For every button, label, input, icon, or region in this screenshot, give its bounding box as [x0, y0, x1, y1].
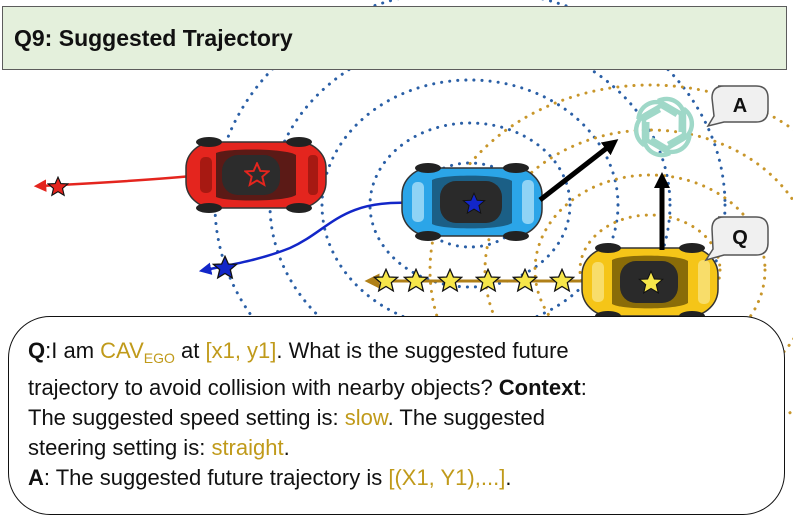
arrow-icon	[538, 139, 619, 202]
qa-line-1: Q:I am CAVEGO at [x1, y1]. What is the s…	[28, 336, 770, 373]
speed-value: slow	[344, 405, 388, 430]
star-marker-icon	[437, 268, 463, 292]
q-at: at	[174, 338, 206, 363]
speed-tail: . The suggested	[387, 405, 545, 430]
star-marker-icon	[549, 268, 575, 292]
orange-ring	[533, 173, 767, 367]
question-callout-label: Q	[732, 227, 748, 249]
q-tail: . What is the suggested future	[276, 338, 569, 363]
vehicle-position: [x1, y1]	[205, 338, 277, 363]
star-marker-icon	[403, 268, 429, 292]
blue-ring	[213, 0, 727, 422]
yellow-car	[581, 243, 719, 321]
qa-line-4: steering setting is: straight.	[28, 433, 770, 463]
context-separator: :	[580, 375, 587, 400]
context-label: Context	[498, 375, 581, 400]
qa-line-3: The suggested speed setting is: slow. Th…	[28, 403, 770, 433]
blue-trajectory-star-icon	[212, 255, 238, 279]
vehicle-name: CAVEGO	[100, 338, 175, 366]
q-separator: :	[45, 338, 52, 363]
q-intro: I am	[51, 338, 101, 363]
a-label: A	[28, 465, 44, 490]
qa-line-2: trajectory to avoid collision with nearb…	[28, 373, 770, 403]
red-trajectory-star-icon	[47, 176, 69, 196]
ego-blue-car	[401, 163, 543, 241]
star-marker-icon	[475, 268, 501, 292]
qa-line-5: A: The suggested future trajectory is [(…	[28, 463, 770, 493]
answer-callout: A	[706, 85, 769, 128]
orange-ring	[428, 83, 793, 457]
speed-lead: The suggested speed setting is:	[28, 405, 345, 430]
steering-tail: .	[283, 435, 290, 460]
blue-trajectory	[198, 201, 411, 275]
a-lead: : The suggested future trajectory is	[43, 465, 389, 490]
title-bar: Q9: Suggested Trajectory	[2, 6, 787, 70]
q-label: Q	[28, 338, 46, 363]
blue-ring	[320, 78, 620, 332]
vehicle-subscript: EGO	[143, 350, 175, 366]
answer-value: [(X1, Y1),...]	[388, 465, 506, 490]
page-title: Q9: Suggested Trajectory	[14, 24, 293, 51]
gpt-logo-icon	[633, 96, 695, 158]
star-marker-icon	[373, 268, 399, 292]
red-car	[185, 137, 327, 213]
orange-ring	[483, 128, 793, 412]
blue-ring	[368, 121, 572, 289]
a-tail: .	[505, 465, 512, 490]
vehicle-text: CAV	[100, 338, 144, 363]
answer-callout-label: A	[733, 95, 747, 117]
qa-box: Q:I am CAVEGO at [x1, y1]. What is the s…	[8, 316, 785, 515]
star-marker-icon	[512, 268, 538, 292]
steering-lead: steering setting is:	[28, 435, 212, 460]
steering-value: straight	[211, 435, 284, 460]
q-line2: trajectory to avoid collision with nearb…	[28, 375, 499, 400]
question-callout: Q	[704, 216, 769, 262]
